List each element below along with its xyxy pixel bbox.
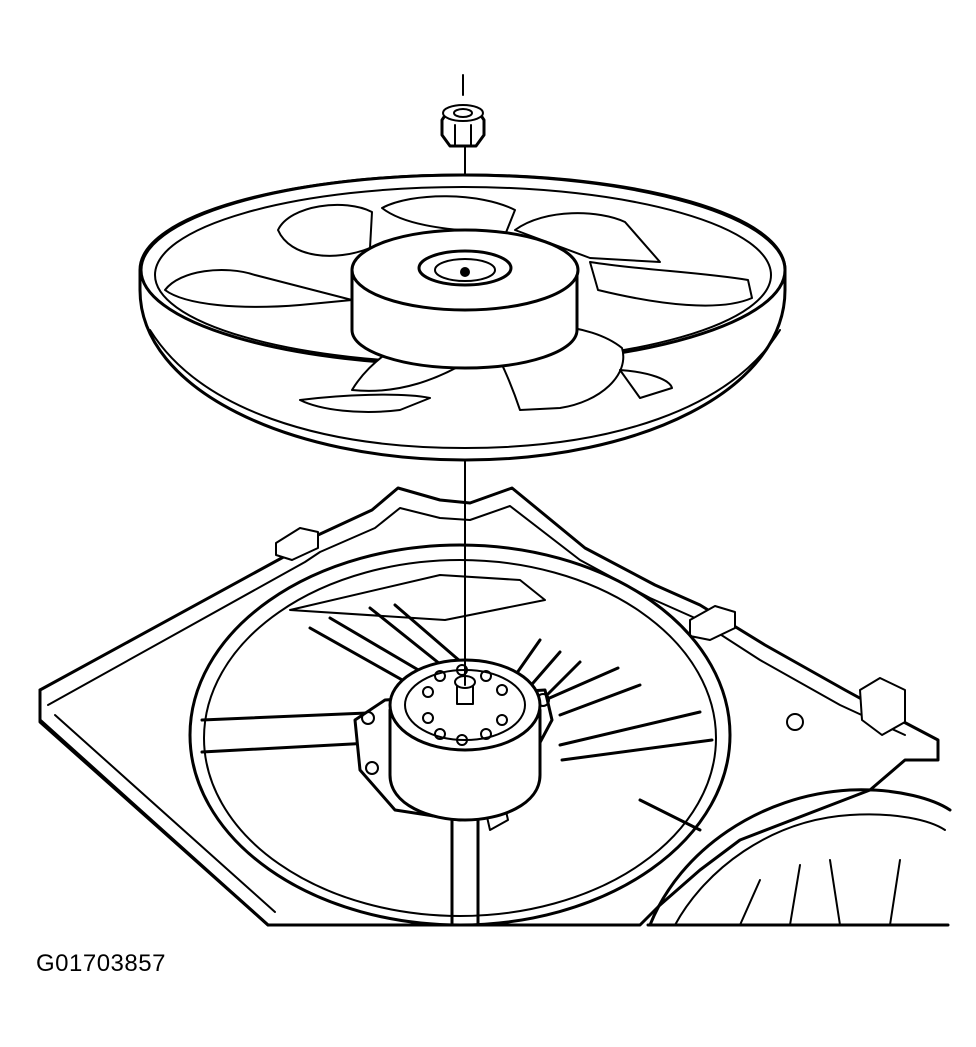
hex-nut [440,74,486,148]
fan-blade-assembly [138,173,787,462]
figure-code: G01703857 [36,950,166,977]
fan-motor [388,658,542,822]
second-fan-shroud-partial [646,788,952,927]
